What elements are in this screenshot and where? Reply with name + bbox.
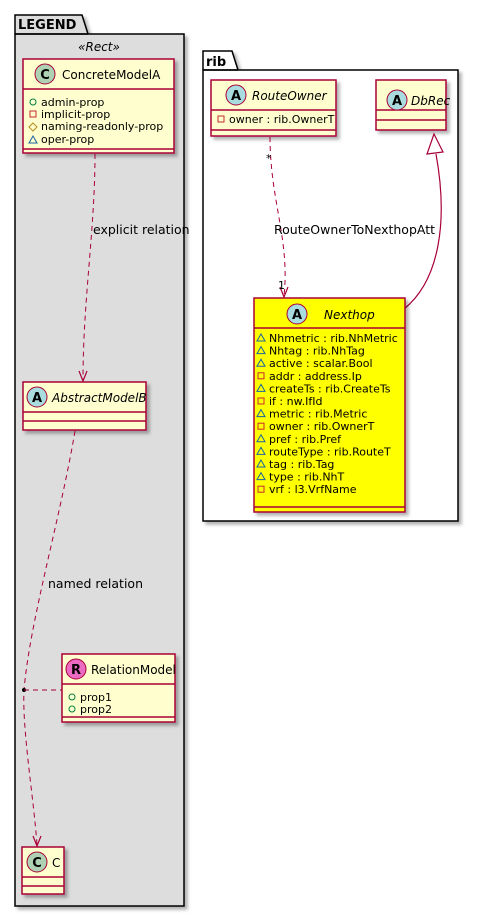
- attribute: owner : rib.OwnerT: [229, 113, 335, 126]
- public-visibility-icon: [68, 693, 76, 701]
- class-badge-letter: C: [40, 68, 50, 83]
- private-visibility-icon: [29, 110, 37, 118]
- abstract-badge-icon: [26, 386, 48, 408]
- multiplicity-source: *: [266, 152, 272, 165]
- public-visibility-icon: [68, 705, 76, 713]
- arrowhead-icon: [279, 286, 289, 299]
- rib-package-tab: [202, 50, 239, 71]
- attribute: metric : rib.Metric: [269, 408, 367, 421]
- named-relation-arrow: named relation: [22, 430, 143, 848]
- association-label: RouteOwnerToNexthopAtt: [274, 222, 435, 237]
- attribute: owner : rib.OwnerT: [269, 420, 375, 433]
- class-name: RelationModel: [91, 663, 176, 677]
- attribute: pref : rib.Pref: [269, 433, 342, 446]
- class-name: ConcreteModelA: [62, 68, 161, 82]
- class-name: AbstractModelB: [51, 391, 147, 405]
- attribute: Nhtag : rib.NhTag: [269, 345, 365, 358]
- attribute: active : scalar.Bool: [269, 357, 373, 370]
- attribute: if : nw.IfId: [269, 395, 322, 408]
- abstract-badge-icon: [286, 303, 308, 325]
- package-visibility-icon: [28, 134, 38, 144]
- class-dbrec[interactable]: A DbRec: [375, 79, 451, 131]
- package-visibility-icon: [256, 345, 266, 355]
- abstract-badge-icon: [386, 89, 408, 111]
- class-badge-letter: A: [392, 94, 402, 109]
- attribute-list: admin-prop implicit-prop naming-readonly…: [28, 96, 163, 146]
- route-owner-nexthop-association: * 1 RouteOwnerToNexthopAtt: [266, 136, 435, 299]
- explicit-relation-arrow: explicit relation: [78, 153, 190, 383]
- class-badge-letter: C: [32, 856, 42, 871]
- package-visibility-icon: [256, 408, 266, 418]
- class-concrete-model-a[interactable]: C ConcreteModelA admin-prop implicit-pro…: [22, 58, 175, 154]
- class-badge-letter: A: [231, 89, 241, 104]
- class-badge-icon: [26, 851, 48, 873]
- attribute: admin-prop: [41, 96, 104, 109]
- class-badge-letter: A: [292, 308, 302, 323]
- class-relation-model[interactable]: R RelationModel prop1 prop2: [61, 653, 176, 723]
- class-c[interactable]: C C: [21, 846, 65, 895]
- package-visibility-icon: [256, 458, 266, 468]
- attribute: implicit-prop: [41, 108, 110, 121]
- attribute: tag : rib.Tag: [269, 458, 334, 471]
- package-visibility-icon: [256, 358, 266, 367]
- attribute: prop2: [80, 703, 112, 716]
- inheritance-arrow-icon: [426, 132, 444, 155]
- legend-stereotype: «Rect»: [78, 40, 120, 54]
- named-relation-label: named relation: [48, 576, 143, 591]
- attribute: routeType : rib.RouteT: [269, 445, 391, 458]
- attribute: vrf : l3.VrfName: [269, 483, 357, 496]
- private-visibility-icon: [217, 115, 225, 123]
- legend-package-tab: [14, 14, 89, 35]
- arrowhead-icon: [78, 370, 88, 383]
- attribute: naming-readonly-prop: [41, 120, 163, 133]
- relation-badge-icon: [65, 658, 87, 680]
- attribute: type : rib.NhT: [269, 471, 345, 484]
- attribute: Nhmetric : rib.NhMetric: [269, 332, 398, 345]
- legend-package: LEGEND «Rect»: [14, 14, 185, 907]
- protected-visibility-icon: [28, 122, 38, 132]
- attribute: oper-prop: [41, 133, 94, 146]
- package-visibility-icon: [256, 471, 266, 481]
- package-visibility-icon: [256, 433, 266, 443]
- private-visibility-icon: [257, 485, 265, 493]
- public-visibility-icon: [29, 98, 37, 106]
- private-visibility-icon: [257, 372, 265, 380]
- rib-package-title: rib: [206, 55, 226, 70]
- explicit-relation-label: explicit relation: [93, 222, 190, 237]
- attribute: prop1: [80, 691, 112, 704]
- class-name: DbRec: [411, 94, 451, 108]
- class-abstract-model-b[interactable]: A AbstractModelB: [22, 381, 147, 431]
- multiplicity-target: 1: [278, 279, 285, 292]
- class-name: Nexthop: [324, 308, 375, 322]
- package-visibility-icon: [256, 332, 266, 342]
- package-visibility-icon: [256, 383, 266, 392]
- class-badge-icon: [34, 63, 56, 85]
- arrowhead-icon: [32, 835, 42, 848]
- legend-package-title: LEGEND: [18, 18, 77, 33]
- package-visibility-icon: [256, 446, 266, 455]
- private-visibility-icon: [257, 397, 265, 405]
- abstract-badge-icon: [225, 84, 247, 106]
- attribute: createTs : rib.CreateTs: [269, 382, 391, 395]
- attribute: addr : address.Ip: [269, 370, 362, 383]
- nexthop-dbrec-generalization: [403, 132, 444, 310]
- class-badge-letter: A: [32, 391, 42, 406]
- class-badge-letter: R: [71, 663, 81, 678]
- class-name: C: [52, 856, 60, 870]
- class-name: RouteOwner: [252, 89, 328, 103]
- legend-package-body: [14, 33, 185, 907]
- private-visibility-icon: [257, 422, 265, 430]
- class-route-owner[interactable]: A RouteOwner owner : rib.OwnerT: [210, 79, 337, 137]
